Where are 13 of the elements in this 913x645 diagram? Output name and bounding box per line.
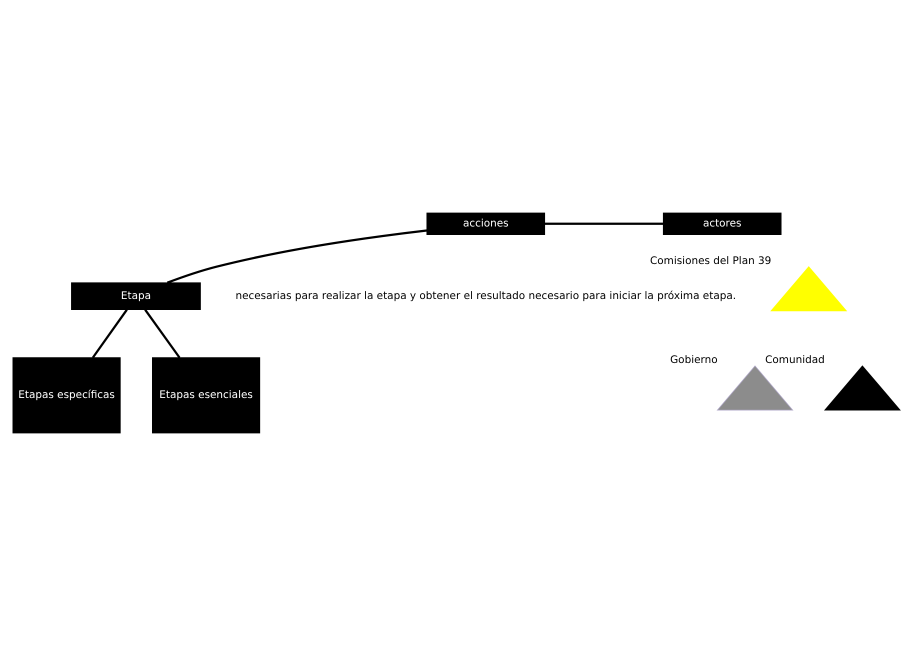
connector xyxy=(144,308,180,358)
node-box: Etapa xyxy=(71,282,201,310)
node-box: Etapas esenciales xyxy=(152,356,260,433)
node-box: actores xyxy=(662,212,782,234)
connector xyxy=(166,228,427,284)
node-box: acciones xyxy=(426,212,546,234)
connector xyxy=(92,308,128,358)
node-box: Etapas específicas xyxy=(12,356,121,433)
node-label: Comisiones del Plan 39 xyxy=(650,254,772,266)
connector xyxy=(544,222,663,224)
node-label: Gobierno xyxy=(670,354,718,366)
label: necesarias para realizar la etapa y obtener el resultado necesario para iniciar la próxima etapa. xyxy=(235,289,736,302)
node-label: Comunidad xyxy=(765,354,825,366)
